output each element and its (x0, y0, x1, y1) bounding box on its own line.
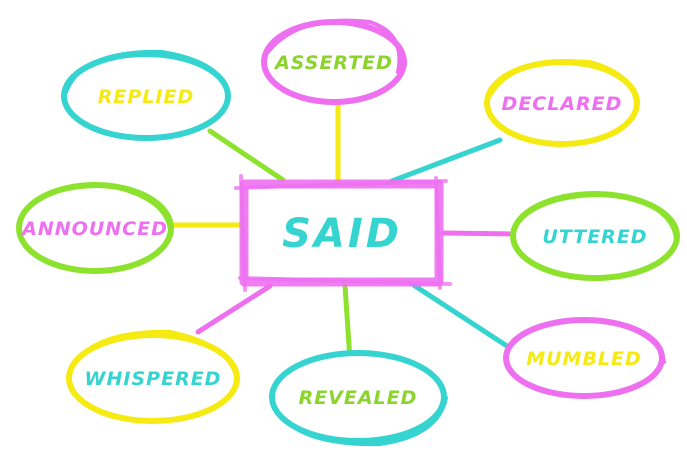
connector-mumbled (409, 281, 513, 351)
label-uttered: UTTERED (542, 226, 647, 248)
center-node: SAID (234, 174, 452, 292)
ring-stroke-asserted (266, 18, 402, 74)
label-declared: DECLARED (502, 93, 623, 115)
node-asserted: ASSERTED (261, 18, 407, 105)
connector-uttered (440, 230, 518, 237)
label-mumbled: MUMBLED (526, 348, 642, 370)
node-revealed: REVEALED (269, 350, 448, 447)
ring-stroke-whispered (70, 329, 238, 378)
label-announced: ANNOUNCED (20, 218, 168, 240)
connector-replied (207, 128, 286, 183)
ring-stroke-announced (18, 183, 172, 232)
label-whispered: WHISPERED (85, 368, 222, 390)
node-replied: REPLIED (61, 49, 231, 141)
connectors (169, 103, 518, 363)
node-uttered: UTTERED (510, 191, 680, 281)
label-asserted: ASSERTED (273, 52, 393, 74)
ring-stroke-mumbled (506, 317, 666, 364)
center-box-fill (244, 184, 439, 282)
ring-stroke-replied (64, 49, 230, 98)
center-box-scribble (234, 174, 452, 292)
ring-stroke-revealed (274, 396, 448, 447)
ring-stroke-uttered (516, 193, 678, 242)
connector-revealed (342, 283, 353, 363)
node-declared: DECLARED (484, 59, 640, 147)
connector-declared (389, 137, 503, 184)
ring-whispered (66, 332, 240, 424)
node-whispered: WHISPERED (66, 329, 240, 424)
label-revealed: REVEALED (299, 387, 418, 409)
ring-revealed (269, 350, 447, 444)
ring-stroke-declared (488, 59, 638, 106)
node-mumbled: MUMBLED (503, 317, 666, 399)
node-announced: ANNOUNCED (16, 182, 174, 274)
center-word: SAID (282, 211, 402, 257)
label-replied: REPLIED (98, 86, 194, 108)
connector-whispered (195, 283, 273, 335)
